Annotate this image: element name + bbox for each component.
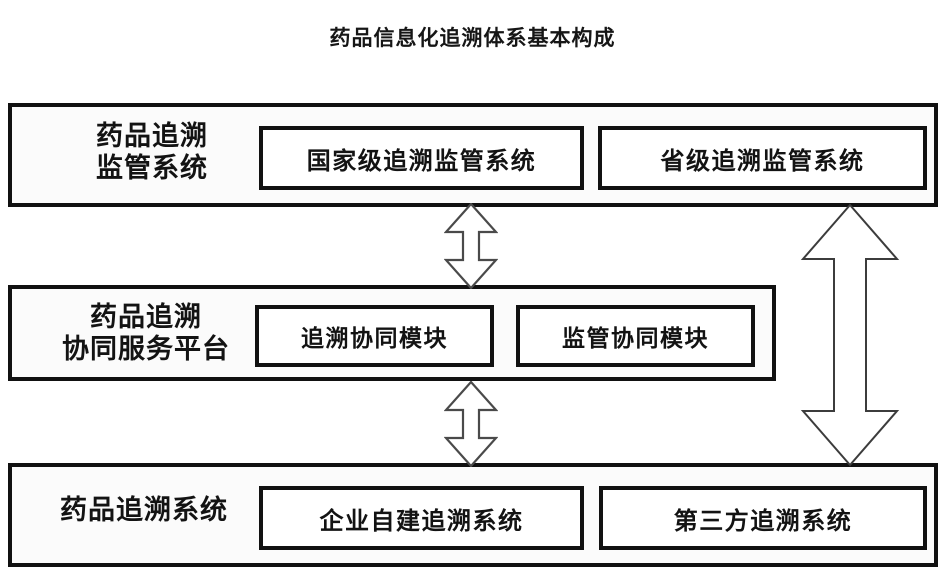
row-drug-trace-collaboration-platform: 药品追溯 协同服务平台 追溯协同模块 监管协同模块 (8, 285, 776, 381)
node-trace-collaboration-module[interactable]: 追溯协同模块 (255, 305, 494, 367)
row-label-drug-trace-collaboration-platform: 药品追溯 协同服务平台 (62, 302, 230, 364)
node-enterprise-self-built-trace-system[interactable]: 企业自建追溯系统 (259, 486, 584, 550)
double-headed-vertical-arrow-icon-row1-row3 (800, 203, 900, 467)
diagram-title: 药品信息化追溯体系基本构成 (329, 27, 616, 50)
row-drug-trace-supervision-system: 药品追溯 监管系统 国家级追溯监管系统 省级追溯监管系统 (8, 103, 938, 207)
node-provincial-trace-supervision-system[interactable]: 省级追溯监管系统 (598, 126, 927, 190)
node-national-trace-supervision-system[interactable]: 国家级追溯监管系统 (259, 126, 584, 190)
row-label-drug-trace-supervision-system: 药品追溯 监管系统 (96, 121, 208, 183)
node-supervision-collaboration-module[interactable]: 监管协同模块 (516, 305, 755, 367)
double-headed-vertical-arrow-icon-row1-row2 (444, 203, 498, 289)
node-third-party-trace-system[interactable]: 第三方追溯系统 (599, 486, 927, 550)
double-headed-vertical-arrow-icon-row2-row3 (444, 381, 498, 467)
row-drug-trace-system: 药品追溯系统 企业自建追溯系统 第三方追溯系统 (8, 463, 938, 567)
row-label-drug-trace-system: 药品追溯系统 (60, 495, 228, 525)
